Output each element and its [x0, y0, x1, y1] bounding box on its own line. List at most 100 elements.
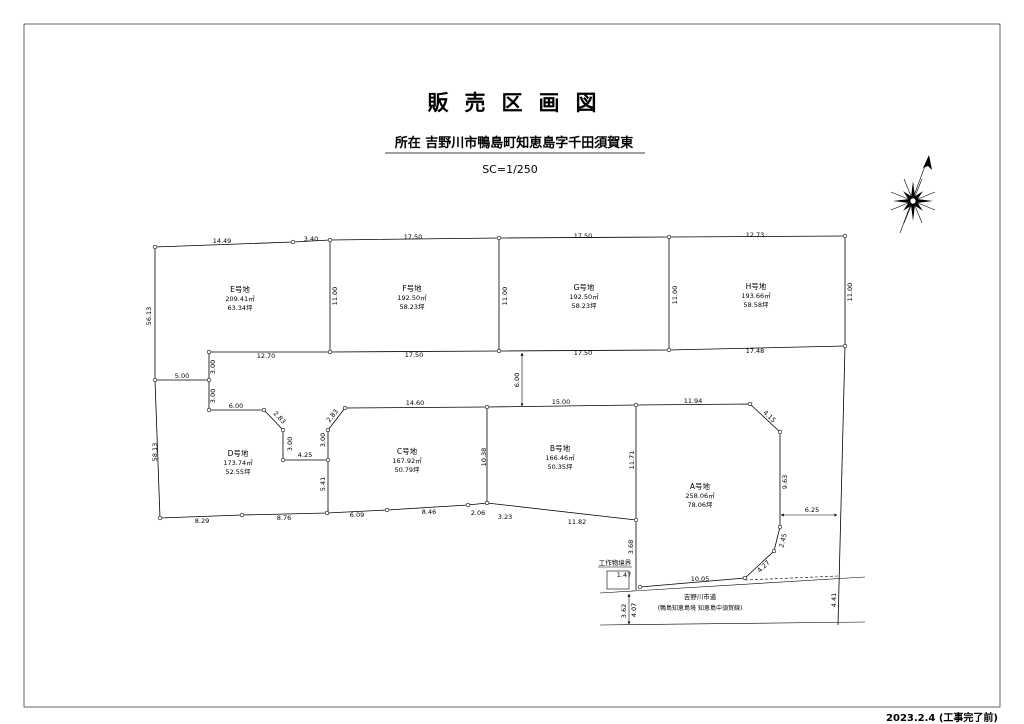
- left-boundary-line: [154, 247, 161, 519]
- dim-label: 11.71: [628, 451, 636, 470]
- boundary-note: 工作物境界: [599, 558, 632, 567]
- lot-area-m2: 167.92㎡: [392, 456, 422, 465]
- dim-label: 11.94: [684, 397, 703, 405]
- dimension-labels: 14.49 3.40 17.50 17.50 12.73 11.00 11.00…: [145, 231, 854, 618]
- dim-label: 6.09: [350, 511, 364, 519]
- dim-label: 17.50: [574, 232, 593, 240]
- survey-point: [324, 510, 330, 516]
- road-label: 吉野川市道 (鴨島知恵島境 知恵島中須賀線): [658, 592, 743, 612]
- lot-e-label: E号地 209.41㎡ 63.34坪: [225, 284, 255, 312]
- survey-point: [342, 405, 348, 411]
- survey-point: [465, 502, 471, 508]
- dim-label: 3.68: [627, 540, 635, 554]
- road-edge-dashed-line: [744, 575, 839, 581]
- dim-label: 4.41: [830, 593, 838, 607]
- dim-label: 56.13: [145, 307, 153, 326]
- lot-area-tsubo: 58.23坪: [399, 303, 425, 311]
- dim-label: 10.38: [480, 448, 488, 467]
- lot-name: A号地: [690, 481, 711, 491]
- top-boundary-line: [154, 235, 846, 248]
- survey-point: [327, 237, 333, 243]
- dim-label: 11.00: [331, 287, 339, 306]
- dim-label: 6.00: [229, 402, 243, 410]
- dim-label: 8.46: [422, 508, 436, 516]
- lot-name: D号地: [228, 448, 249, 458]
- dim-label: 11.00: [501, 287, 509, 306]
- lot-area-tsubo: 50.35坪: [547, 463, 573, 471]
- dim-label: 6.00: [513, 373, 521, 387]
- road-name: 吉野川市道: [684, 592, 717, 601]
- dim-label: 11.00: [671, 286, 679, 305]
- bottom-boundary-line: [159, 502, 637, 521]
- dim-label: 10.05: [691, 575, 710, 583]
- dim-label: 5.41: [319, 477, 327, 491]
- dim-label: 17.50: [405, 351, 424, 359]
- lot-g-label: G号地 192.50㎡ 58.23坪: [569, 282, 599, 310]
- survey-point: [157, 515, 163, 521]
- lot-area-m2: 166.46㎡: [545, 453, 575, 462]
- survey-point: [742, 575, 748, 581]
- dim-label: 8.76: [277, 514, 291, 522]
- survey-point: [633, 517, 639, 523]
- lot-area-m2: 258.06㎡: [685, 491, 715, 500]
- survey-point: [666, 234, 672, 240]
- lot-h-label: H号地 193.66㎡ 58.58坪: [741, 281, 771, 309]
- survey-point: [496, 235, 502, 241]
- dim-label: 3.00: [209, 389, 217, 403]
- dim-label: 2.06: [471, 509, 485, 517]
- dim-label: 14.49: [213, 237, 232, 245]
- lot-name: C号地: [397, 446, 418, 456]
- dim-label: 2.83: [272, 410, 288, 426]
- dim-label: 17.48: [746, 347, 765, 355]
- dim-label: 3.62: [620, 604, 628, 618]
- lot-c-label: C号地 167.92㎡ 50.79坪: [392, 446, 422, 474]
- dim-label: 6.25: [805, 506, 819, 514]
- north-arrow-compass-icon: [890, 155, 936, 234]
- dim-label: 17.50: [574, 349, 593, 357]
- survey-point: [280, 457, 286, 463]
- dim-label: 3.23: [498, 513, 512, 521]
- dim-label: 4.25: [298, 451, 312, 459]
- lot-area-tsubo: 78.06坪: [687, 501, 713, 509]
- survey-point: [633, 402, 639, 408]
- dim-label: 11.82: [568, 518, 587, 526]
- survey-point: [384, 507, 390, 513]
- survey-point: [325, 427, 331, 433]
- survey-point: [261, 407, 267, 413]
- survey-points: [152, 233, 848, 590]
- survey-point: [290, 239, 296, 245]
- road-lower-line: [599, 621, 866, 626]
- right-boundary-line: [837, 236, 846, 626]
- survey-point: [325, 457, 331, 463]
- lot-name: G号地: [574, 282, 595, 292]
- scale-text: SC=1/250: [482, 163, 538, 176]
- survey-point: [239, 512, 245, 518]
- dim-label: 14.60: [406, 399, 425, 407]
- date-note: 2023.2.4 (工事完了前): [886, 711, 998, 724]
- survey-point: [327, 349, 333, 355]
- dim-label: 15.00: [552, 398, 571, 406]
- inner-road-boundary: [208, 380, 781, 588]
- lot-area-m2: 193.66㎡: [741, 291, 771, 300]
- lot-name: E号地: [230, 284, 250, 294]
- survey-point: [842, 343, 848, 349]
- dim-label: 5.00: [175, 372, 189, 380]
- lot-name: B号地: [550, 443, 571, 453]
- dim-label: 2.45: [777, 533, 788, 549]
- road-route: (鴨島知恵島境 知恵島中須賀線): [658, 604, 743, 612]
- survey-point: [280, 427, 286, 433]
- lot-area-tsubo: 63.34坪: [227, 304, 253, 312]
- survey-point: [484, 404, 490, 410]
- dim-label: 9.63: [781, 475, 789, 489]
- survey-point: [484, 500, 490, 506]
- survey-point: [666, 347, 672, 353]
- lot-area-m2: 192.50㎡: [569, 292, 599, 301]
- survey-point: [206, 349, 212, 355]
- survey-point: [152, 377, 158, 383]
- lot-area-m2: 173.74㎡: [223, 458, 253, 467]
- page-title: 販売区画図: [428, 91, 613, 115]
- dim-label: 12.73: [746, 231, 765, 239]
- boundary-marker: 工作物境界: [598, 558, 632, 590]
- dim-label: 58.13: [151, 443, 159, 462]
- dim-label: 4.07: [630, 603, 638, 617]
